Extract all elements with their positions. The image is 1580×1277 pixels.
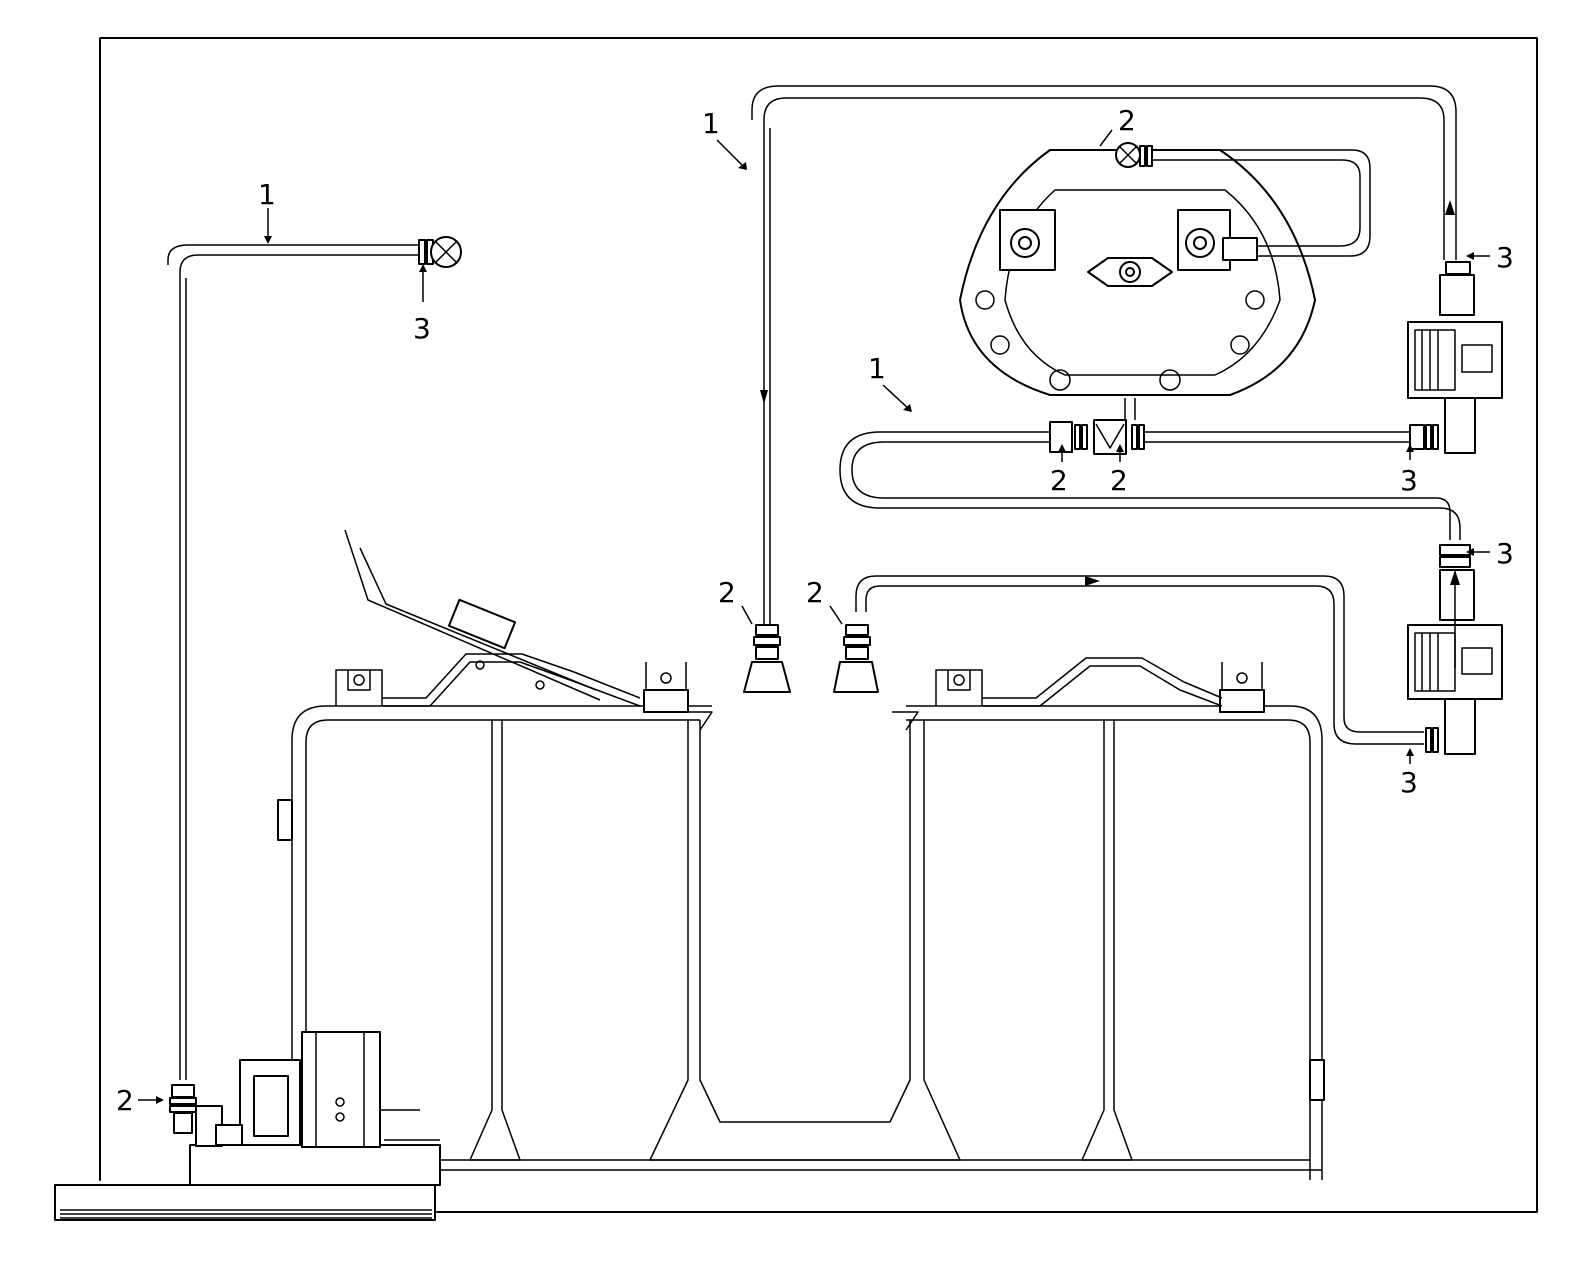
left-supply-hose — [167, 236, 462, 1080]
callout-2-top: 2 — [1118, 104, 1136, 137]
upper-pump — [1407, 261, 1503, 454]
upper-hose-loop — [751, 85, 1457, 625]
callout-2-spray-right: 2 — [806, 576, 824, 609]
callout-1-middle: 1 — [868, 352, 886, 385]
base-pump-assembly — [54, 1031, 441, 1221]
tub-frame — [277, 529, 1325, 1180]
callout-2-middle-right: 2 — [1110, 464, 1128, 497]
callout-3-left: 3 — [413, 312, 431, 345]
callout-3-upper-pump: 3 — [1496, 241, 1514, 274]
middle-hose-loop — [839, 419, 1461, 540]
callout-3-lower-pump-top: 3 — [1496, 537, 1514, 570]
heater-ring-assembly — [959, 142, 1371, 420]
lower-right-hose — [855, 575, 1424, 745]
callout-2-spray-left: 2 — [718, 576, 736, 609]
callout-labels: 1 3 1 2 3 1 2 2 3 3 2 2 3 2 — [116, 104, 1514, 1117]
callout-2-middle-left: 2 — [1050, 464, 1068, 497]
callout-leaders — [138, 129, 1490, 1104]
spray-connectors — [743, 624, 879, 693]
callout-1-left: 1 — [258, 178, 276, 211]
callout-1-top: 1 — [702, 107, 720, 140]
lower-pump — [1407, 544, 1503, 755]
cabinet-outline — [99, 37, 1538, 1213]
callout-2-base: 2 — [116, 1084, 134, 1117]
callout-3-lower-pump-bottom: 3 — [1400, 766, 1418, 799]
callout-3-middle: 3 — [1400, 464, 1418, 497]
